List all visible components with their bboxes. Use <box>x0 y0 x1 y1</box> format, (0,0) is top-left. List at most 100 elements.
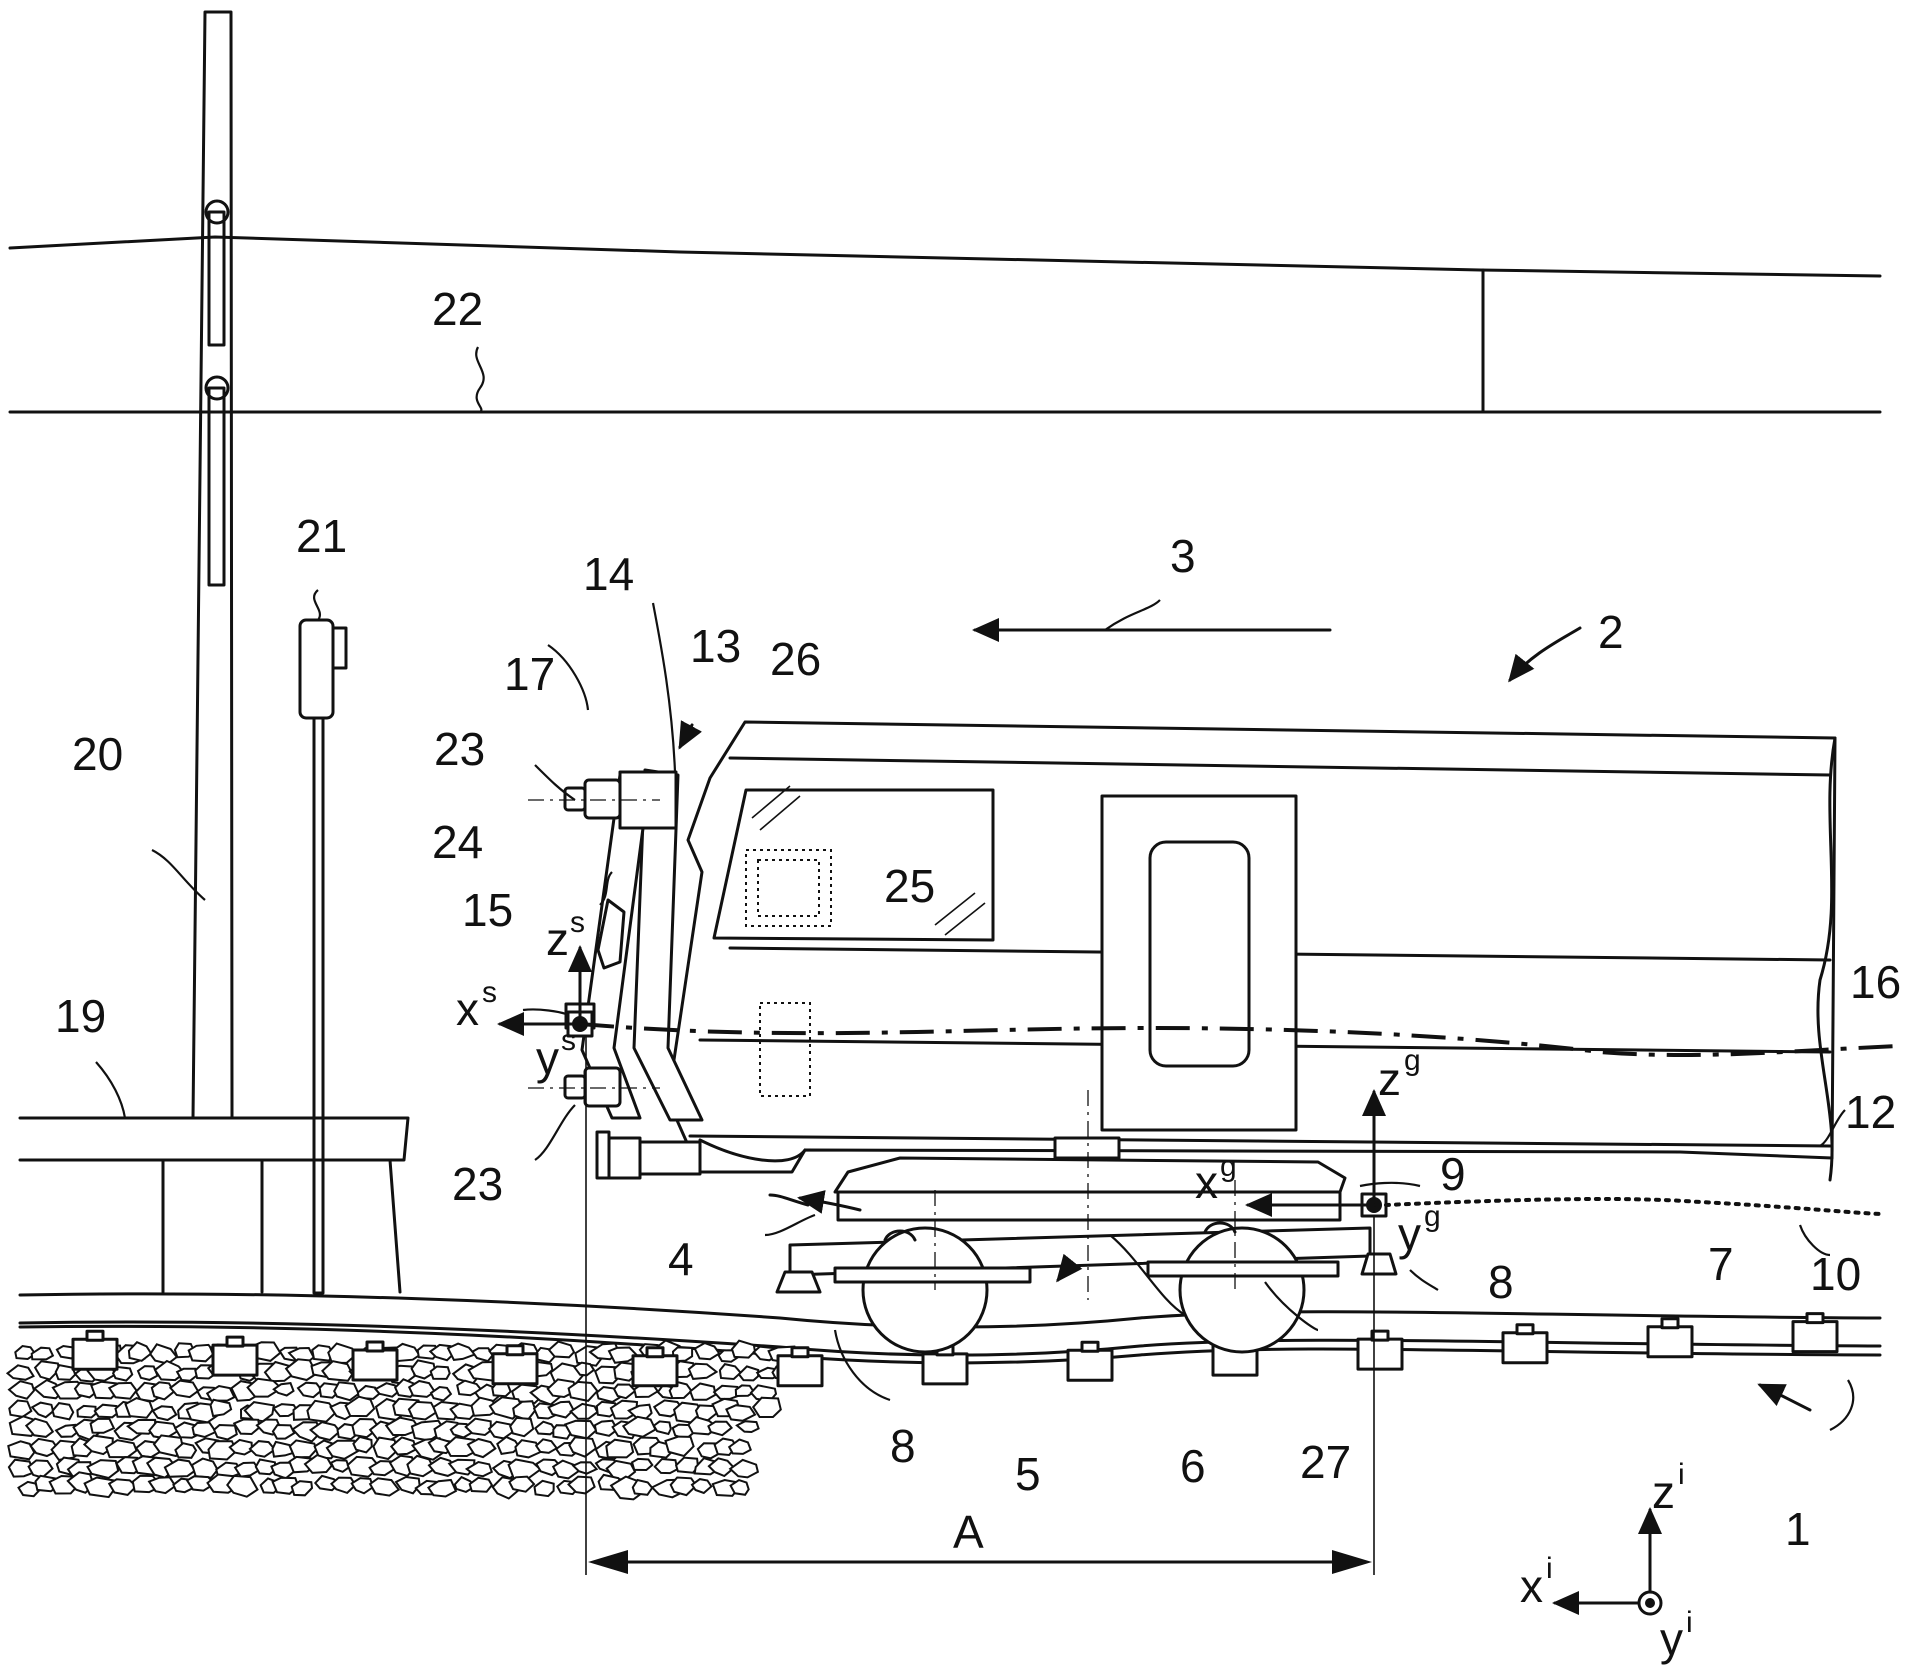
ballast-stone <box>470 1347 494 1363</box>
box-25 <box>759 1002 811 1097</box>
ballast-stone <box>153 1359 186 1382</box>
label-4: 4 <box>668 1233 694 1285</box>
ballast-stone <box>735 1420 760 1434</box>
sensor-y-label: y <box>536 1032 559 1084</box>
sleeper <box>71 1337 119 1371</box>
ballast-stone <box>86 1459 120 1480</box>
ballast-stone <box>406 1454 436 1478</box>
arrow-4 <box>797 1190 862 1214</box>
ballast-stone <box>693 1341 721 1361</box>
ballast-stone <box>306 1399 338 1423</box>
inertial-z-label: z <box>1652 1466 1675 1518</box>
ballast-stone <box>410 1359 437 1380</box>
svg-text:s: s <box>561 1024 576 1057</box>
ballast-stone <box>514 1439 542 1459</box>
label-14: 14 <box>583 548 634 600</box>
ballast-stone <box>729 1478 750 1496</box>
ballast-stone <box>150 1381 175 1401</box>
sleepers <box>71 1312 1839 1388</box>
ballast-stone <box>284 1358 318 1382</box>
label-15: 15 <box>462 884 513 936</box>
sensor-23-top <box>583 778 622 820</box>
platform <box>18 1061 410 1294</box>
ballast-stone <box>226 1474 259 1498</box>
overhead-line <box>8 235 1882 414</box>
ballast-stone <box>551 1459 581 1480</box>
leader-10 <box>1798 1224 1831 1257</box>
rail-clip <box>1660 1317 1680 1330</box>
sleeper <box>491 1352 539 1386</box>
ballast-stone <box>107 1381 138 1400</box>
mast-body <box>191 10 234 1120</box>
signal-head <box>298 618 335 720</box>
ballast-stone <box>593 1419 619 1437</box>
ballast-stone <box>212 1423 238 1441</box>
ballast-stone <box>389 1436 418 1456</box>
ballast-stone <box>669 1476 698 1497</box>
ballast-stone <box>7 1440 36 1461</box>
bogie-z-label: z <box>1378 1053 1401 1105</box>
label-8-front: 8 <box>890 1420 916 1472</box>
ballast-stone <box>384 1416 422 1436</box>
label-13: 13 <box>690 620 741 672</box>
ballast-stone <box>567 1380 599 1402</box>
ballast-stone <box>168 1379 200 1399</box>
label-1: 1 <box>1785 1503 1811 1555</box>
rail-clip <box>1515 1323 1535 1336</box>
label-20: 20 <box>72 728 123 780</box>
rail-clip <box>225 1335 245 1348</box>
svg-text:i: i <box>1546 1552 1553 1585</box>
ballast-stone <box>248 1440 277 1458</box>
axlebox-front <box>833 1266 1032 1284</box>
svg-text:g: g <box>1220 1150 1237 1183</box>
ballast-stone <box>547 1340 576 1359</box>
label-3: 3 <box>1170 530 1196 582</box>
ballast-stone <box>321 1360 354 1382</box>
sensor-axes <box>497 945 592 1036</box>
label-24: 24 <box>432 816 483 868</box>
inertial-y-label: y <box>1660 1613 1683 1665</box>
arrow-2 <box>1508 626 1582 683</box>
rail-clip <box>365 1340 385 1353</box>
leader-19 <box>95 1061 127 1119</box>
ballast-stone <box>51 1402 75 1421</box>
ballast-stone <box>444 1436 480 1458</box>
axis-letters: z s x s y s z g x g y g z i x i y i <box>456 906 1693 1665</box>
sensor-23-bottom <box>583 1066 622 1108</box>
ballast-stone <box>89 1417 116 1434</box>
ballast-stone <box>30 1346 55 1361</box>
ballast-stone <box>308 1421 342 1442</box>
frame-inner <box>632 768 704 1122</box>
leader-23b <box>534 1104 576 1161</box>
ballast-stone <box>534 1420 557 1436</box>
break-line <box>1816 736 1837 1182</box>
label-21: 21 <box>296 510 347 562</box>
ballast-stone <box>707 1420 734 1437</box>
label-6: 6 <box>1180 1440 1206 1492</box>
label-12: 12 <box>1845 1086 1896 1138</box>
leader-24 <box>599 871 613 906</box>
ballast-stone <box>246 1377 283 1398</box>
label-9: 9 <box>1440 1148 1466 1200</box>
ballast-stone <box>32 1378 64 1400</box>
sleeper <box>1356 1337 1404 1371</box>
ballast-stone <box>429 1365 451 1380</box>
ballast-stone <box>7 1380 36 1400</box>
label-23-top: 23 <box>434 723 485 775</box>
ballast-stone <box>24 1417 55 1438</box>
arrow-5 <box>1056 1253 1083 1283</box>
leader-22 <box>475 346 485 413</box>
ballast-stone <box>653 1457 679 1475</box>
ballast-stone <box>707 1457 736 1478</box>
ballast-stone <box>127 1341 153 1362</box>
label-26: 26 <box>770 633 821 685</box>
svg-text:i: i <box>1678 1458 1685 1491</box>
door-window <box>1148 840 1251 1068</box>
ballast-stone <box>82 1434 114 1456</box>
ballast-stone <box>271 1403 299 1418</box>
ballast-stone <box>621 1415 657 1438</box>
svg-text:i: i <box>1686 1606 1693 1639</box>
sleeper <box>1501 1331 1549 1365</box>
leader-20 <box>151 849 206 901</box>
